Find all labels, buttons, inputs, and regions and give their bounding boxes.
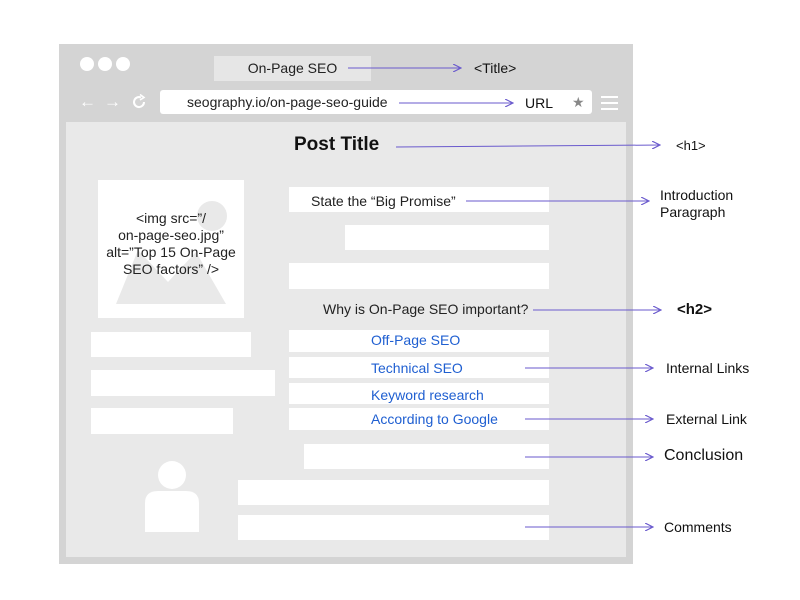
window-dot-minimize[interactable]: [98, 57, 112, 71]
sidebar-block: [91, 332, 251, 357]
url-text[interactable]: seography.io/on-page-seo-guide: [187, 94, 388, 110]
h2-text: Why is On-Page SEO important?: [323, 301, 529, 317]
label-conclusion: Conclusion: [664, 447, 744, 464]
link-technical-seo[interactable]: Technical SEO: [371, 360, 463, 376]
link-row: [289, 330, 549, 352]
window-dot-maximize[interactable]: [116, 57, 130, 71]
image-alt-line: SEO factors” />: [122, 261, 220, 277]
image-placeholder: [98, 180, 244, 318]
avatar-icon: [145, 461, 199, 532]
sidebar-block: [91, 408, 233, 434]
intro-text: State the “Big Promise”: [311, 193, 456, 209]
label-h1: <h1>: [676, 138, 706, 153]
link-row: [289, 383, 549, 404]
arrow-h1: [395, 145, 660, 147]
image-placeholder-icon: [116, 201, 227, 304]
forward-arrow-icon[interactable]: →: [104, 92, 121, 111]
star-icon[interactable]: ★: [572, 94, 585, 110]
image-alt-line: alt=”Top 15 On-Page: [106, 244, 236, 260]
back-arrow-icon[interactable]: ←: [79, 92, 96, 111]
label-introduction: Introduction: [660, 187, 734, 203]
url-bar[interactable]: [160, 90, 592, 114]
menu-icon[interactable]: [601, 96, 618, 110]
sidebar-block: [91, 370, 275, 396]
comment-block: [238, 515, 549, 540]
paragraph-block: [289, 263, 549, 289]
label-internal-links: Internal Links: [666, 360, 750, 376]
label-paragraph: Paragraph: [660, 204, 726, 220]
paragraph-block: [345, 225, 549, 250]
post-title: Post Title: [294, 134, 380, 155]
label-url: URL: [525, 95, 554, 111]
link-row: [289, 357, 549, 378]
label-title-tag: <Title>: [474, 60, 517, 76]
label-h2: <h2>: [677, 301, 713, 318]
window-dot-close[interactable]: [80, 57, 94, 71]
comment-block: [238, 480, 549, 505]
label-comments: Comments: [664, 519, 732, 535]
image-alt-line: <img src=”/: [135, 210, 206, 226]
browser-tab[interactable]: On-Page SEO: [214, 56, 371, 81]
reload-icon[interactable]: [130, 93, 148, 111]
link-according-to-google[interactable]: According to Google: [371, 411, 498, 427]
image-alt-line: on-page-seo.jpg”: [118, 227, 224, 243]
image-alt-text: <img src=”/ on-page-seo.jpg” alt=”Top 15…: [98, 210, 244, 278]
conclusion-block: [304, 444, 549, 469]
link-keyword-research[interactable]: Keyword research: [371, 387, 484, 403]
link-off-page-seo[interactable]: Off-Page SEO: [371, 332, 461, 348]
label-external-link: External Link: [666, 411, 747, 427]
intro-paragraph-block: [289, 187, 549, 212]
link-row: [289, 408, 549, 430]
